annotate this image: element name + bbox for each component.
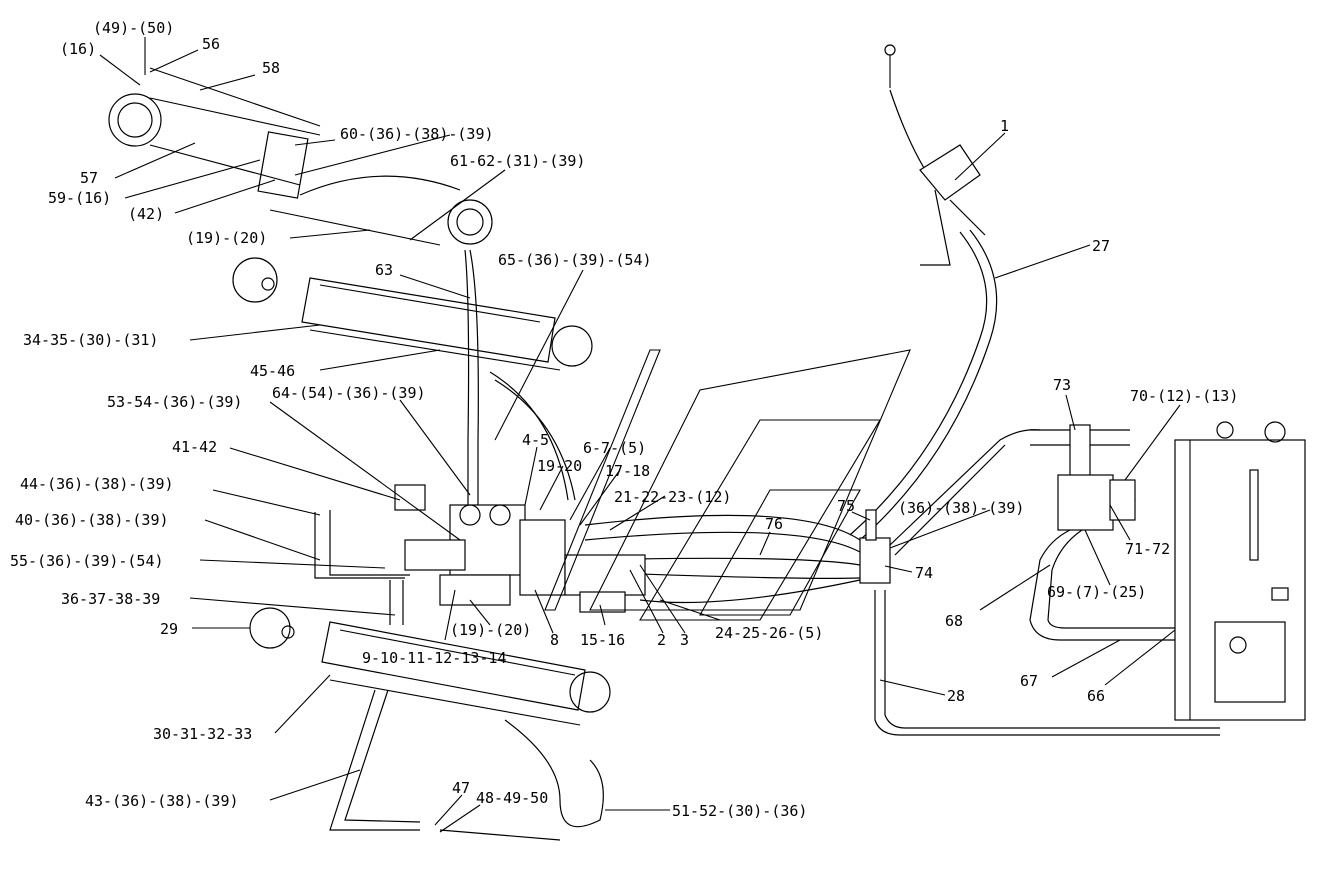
label-43: 43-(36)-(38)-(39) [85,792,239,810]
hydraulic-tank [1174,421,1306,721]
label-58: 58 [262,59,280,77]
label-63: 63 [375,261,393,279]
label-3: 3 [680,631,689,649]
label-4-5: 4-5 [522,431,549,449]
label-40: 40-(36)-(38)-(39) [15,511,169,529]
label-64: 64-(54)-(36)-(39) [272,384,426,402]
label-68: 68 [945,612,963,630]
label-60: 60-(36)-(38)-(39) [340,125,494,143]
label-36-37-38-39: 36-37-38-39 [61,590,160,608]
label-76: 76 [765,515,783,533]
label-30-31-32-33: 30-31-32-33 [153,725,252,743]
label-44: 44-(36)-(38)-(39) [20,475,174,493]
upper-boom-cylinder [108,67,493,246]
label-48-49-50: 48-49-50 [476,789,548,807]
label-42: (42) [128,205,164,223]
manifold-block [859,509,891,584]
lower-cylinder [249,607,611,726]
label-9-14: 9-10-11-12-13-14 [362,649,507,667]
label-34-35: 34-35-(30)-(31) [23,331,158,349]
label-53-54: 53-54-(36)-(39) [107,393,242,411]
label-61-62: 61-62-(31)-(39) [450,152,585,170]
label-41-42: 41-42 [172,438,217,456]
label-71-72: 71-72 [1125,540,1170,558]
label-36-38-39-right: (36)-(38)-(39) [898,499,1024,517]
label-16: (16) [60,40,96,58]
label-70: 70-(12)-(13) [1130,387,1238,405]
control-valve-block [394,484,646,613]
label-74: 74 [915,564,933,582]
label-55: 55-(36)-(39)-(54) [10,552,164,570]
label-17-18: 17-18 [605,462,650,480]
label-75: 75 [837,497,855,515]
label-28: 28 [947,687,965,705]
label-45-46: 45-46 [250,362,295,380]
part-labels: (49)-(50) (16) 56 58 60-(36)-(38)-(39) 6… [10,19,1238,820]
label-1: 1 [1000,117,1009,135]
label-66: 66 [1087,687,1105,705]
label-73: 73 [1053,376,1071,394]
middle-cylinder [232,257,593,371]
label-27: 27 [1092,237,1110,255]
label-51-52: 51-52-(30)-(36) [672,802,807,820]
label-47: 47 [452,779,470,797]
label-65: 65-(36)-(39)-(54) [498,251,652,269]
label-21-22-23: 21-22-23-(12) [614,488,731,506]
label-56: 56 [202,35,220,53]
label-57: 57 [80,169,98,187]
leader-lines [99,37,1181,833]
label-69: 69-(7)-(25) [1047,583,1146,601]
label-19-20-top: (19)-(20) [186,229,267,247]
label-2: 2 [657,631,666,649]
control-lever [884,44,986,266]
label-15-16: 15-16 [580,631,625,649]
pump-assembly [1029,424,1180,641]
label-59-16: 59-(16) [48,189,111,207]
label-67: 67 [1020,672,1038,690]
label-19-20: 19-20 [537,457,582,475]
label-24-25-26: 24-25-26-(5) [715,624,823,642]
label-6-7-5: 6-7-(5) [583,439,646,457]
label-8: 8 [550,631,559,649]
label-49-50: (49)-(50) [93,19,174,37]
label-29: 29 [160,620,178,638]
label-19-20-bottom: (19)-(20) [450,621,531,639]
